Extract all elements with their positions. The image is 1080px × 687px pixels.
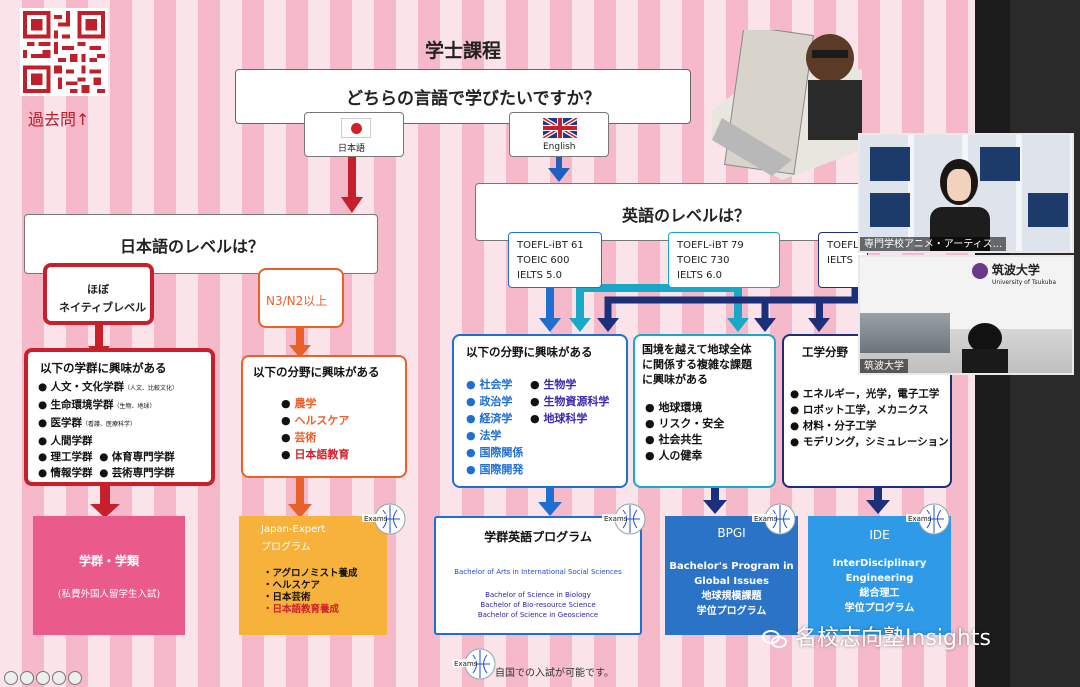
bullet-icon: ● xyxy=(99,467,112,479)
exams-badge: Exams xyxy=(752,500,796,538)
toolbar-slides-icon[interactable] xyxy=(36,671,50,685)
exams-badge: Exams xyxy=(906,500,950,538)
interest-gakugun-header: 以下の学群に興味がある xyxy=(40,361,167,375)
interest-fields-en-col2: ● 生物学 ● 生物資源科学 ● 地球科学 xyxy=(530,378,610,425)
en-level-question: 英語のレベルは？ xyxy=(622,206,751,225)
program-eigo-title: 学群英語プログラム xyxy=(484,530,592,544)
en-level-box: 英語のレベルは？ xyxy=(475,183,875,241)
svg-text:Exams: Exams xyxy=(604,515,628,523)
svg-text:Exams: Exams xyxy=(754,515,778,523)
participant-avatar xyxy=(962,323,1008,373)
language-question: どちらの言語で学びたいですか？ xyxy=(346,89,601,109)
jp-level-question: 日本語のレベルは？ xyxy=(120,237,265,256)
exams-badge: Exams xyxy=(362,500,406,538)
program-eigo-ba: Bachelor of Arts in International Social… xyxy=(454,568,622,576)
video-tile-2-name: 筑波大学 xyxy=(860,359,908,373)
interest-fields-en-header: 以下の分野に興味がある xyxy=(466,345,593,359)
program-expert-list: ・アグロノミスト養成 ・ヘルスケア ・日本芸術 ・日本語教育養成 xyxy=(263,568,358,615)
interest-fields-jp-box: 以下の分野に興味がある ● 農学 ● ヘルスケア ● 芸術 ● 日本語教育 xyxy=(241,355,407,478)
exams-label: Exams xyxy=(364,515,388,523)
option-japanese[interactable]: 日本語 xyxy=(304,112,404,157)
toolbar-next-icon[interactable] xyxy=(68,671,82,685)
qr-code xyxy=(20,8,108,96)
svg-text:Exams: Exams xyxy=(454,660,478,668)
wechat-icon xyxy=(762,628,788,650)
jp-native-line1: ほぼ xyxy=(87,283,109,296)
option-english-label: English xyxy=(543,142,576,152)
bullet-icon: ● xyxy=(38,467,51,479)
interest-gakugun-box: 以下の学群に興味がある ● 人文・文化学群（人文、比較文化） ● 生命環境学群（… xyxy=(24,348,215,486)
exams-badge: Exams xyxy=(602,500,646,538)
interest-fields-en-box: 以下の分野に興味がある ● 社会学 ● 政治学 ● 経済学 ● 法学 ● 国際関… xyxy=(452,334,628,488)
option-english[interactable]: English xyxy=(509,112,609,157)
jp-n3-option[interactable]: N3/N2以上 xyxy=(258,268,344,328)
jp-n3-label: N3/N2以上 xyxy=(266,294,328,308)
slide: 過去問↑ 学士課程 xyxy=(0,0,975,687)
footer-note: 自国での入試が可能です。 xyxy=(495,668,614,679)
video-tile-2[interactable]: 筑波大学 University of Tsukuba 筑波大学 xyxy=(858,255,1074,375)
interest-fields-jp-list: ● 農学 ● ヘルスケア ● 芸術 ● 日本語教育 xyxy=(281,397,350,461)
video-tile-1[interactable]: 専門学校アニメ・アーティス... xyxy=(858,133,1074,253)
program-eigo[interactable]: 学群英語プログラム Bachelor of Arts in Internatio… xyxy=(434,516,642,635)
program-ide-title: IDE xyxy=(869,528,890,542)
watermark: 名校志向塾Insights xyxy=(762,620,991,652)
interest-fields-en-col1: ● 社会学 ● 政治学 ● 経済学 ● 法学 ● 国際関係 ● 国際開発 xyxy=(466,378,524,476)
past-exams-label[interactable]: 過去問↑ xyxy=(28,110,90,129)
bullet-icon: ● xyxy=(38,417,51,429)
interest-global-header: 国境を越えて地球全体に関係する複雑な課題に興味がある xyxy=(642,343,752,386)
univ-logo: 筑波大学 University of Tsukuba xyxy=(972,261,1056,286)
bullet-icon: ● xyxy=(38,451,51,463)
slide-title: 学士課程 xyxy=(425,40,502,62)
toolbar-zoom-icon[interactable] xyxy=(52,671,66,685)
participant-avatar xyxy=(930,155,990,251)
interest-engineering-list: ● エネルギー，光学，電子工学 ● ロボット工学，メカニクス ● 材料・分子工学… xyxy=(790,388,949,448)
bullet-icon: ● xyxy=(38,399,51,411)
program-gakugun-sub: (私費外国人留学生入試) xyxy=(57,589,161,600)
jp-native-option[interactable]: ほぼ ネイティブレベル xyxy=(43,263,154,325)
bullet-icon: ● xyxy=(38,381,51,393)
option-japanese-label: 日本語 xyxy=(338,144,366,154)
bullet-icon: ● xyxy=(99,451,112,463)
program-japan-expert[interactable]: Japan-Expert プログラム ・アグロノミスト養成 ・ヘルスケア ・日本… xyxy=(239,516,387,635)
exams-badge: Exams xyxy=(452,645,496,683)
toolbar-pen-icon[interactable] xyxy=(20,671,34,685)
presenter-illustration xyxy=(712,25,862,180)
program-expert-title: Japan-Expert xyxy=(261,524,326,535)
video-tile-1-name: 専門学校アニメ・アーティス... xyxy=(860,237,1007,251)
bullet-icon: ● xyxy=(38,435,51,447)
interest-gakugun-list: ● 人文・文化学群（人文、比較文化） ● 生命環境学群（生物、地球） ● 医学群… xyxy=(38,381,179,479)
interest-engineering-header: 工学分野 xyxy=(802,345,848,359)
program-bpgi-title: BPGI xyxy=(717,526,746,540)
program-gakugun[interactable]: 学群・学類 (私費外国人留学生入試) xyxy=(33,516,185,635)
japan-flag-icon xyxy=(341,118,371,138)
svg-text:Exams: Exams xyxy=(908,515,932,523)
program-expert-sub: プログラム xyxy=(261,542,311,553)
interest-global-box: 国境を越えて地球全体に関係する複雑な課題に興味がある ● 地球環境 ● リスク・… xyxy=(633,334,776,488)
program-gakugun-title: 学群・学類 xyxy=(78,554,139,568)
interest-fields-jp-header: 以下の分野に興味がある xyxy=(253,365,380,379)
toolbar-back-icon[interactable] xyxy=(4,671,18,685)
uk-flag-icon xyxy=(543,118,577,138)
interest-global-list: ● 地球環境 ● リスク・安全 ● 社会共生 ● 人の健幸 xyxy=(645,401,725,462)
jp-native-line2: ネイティブレベル xyxy=(59,301,147,314)
